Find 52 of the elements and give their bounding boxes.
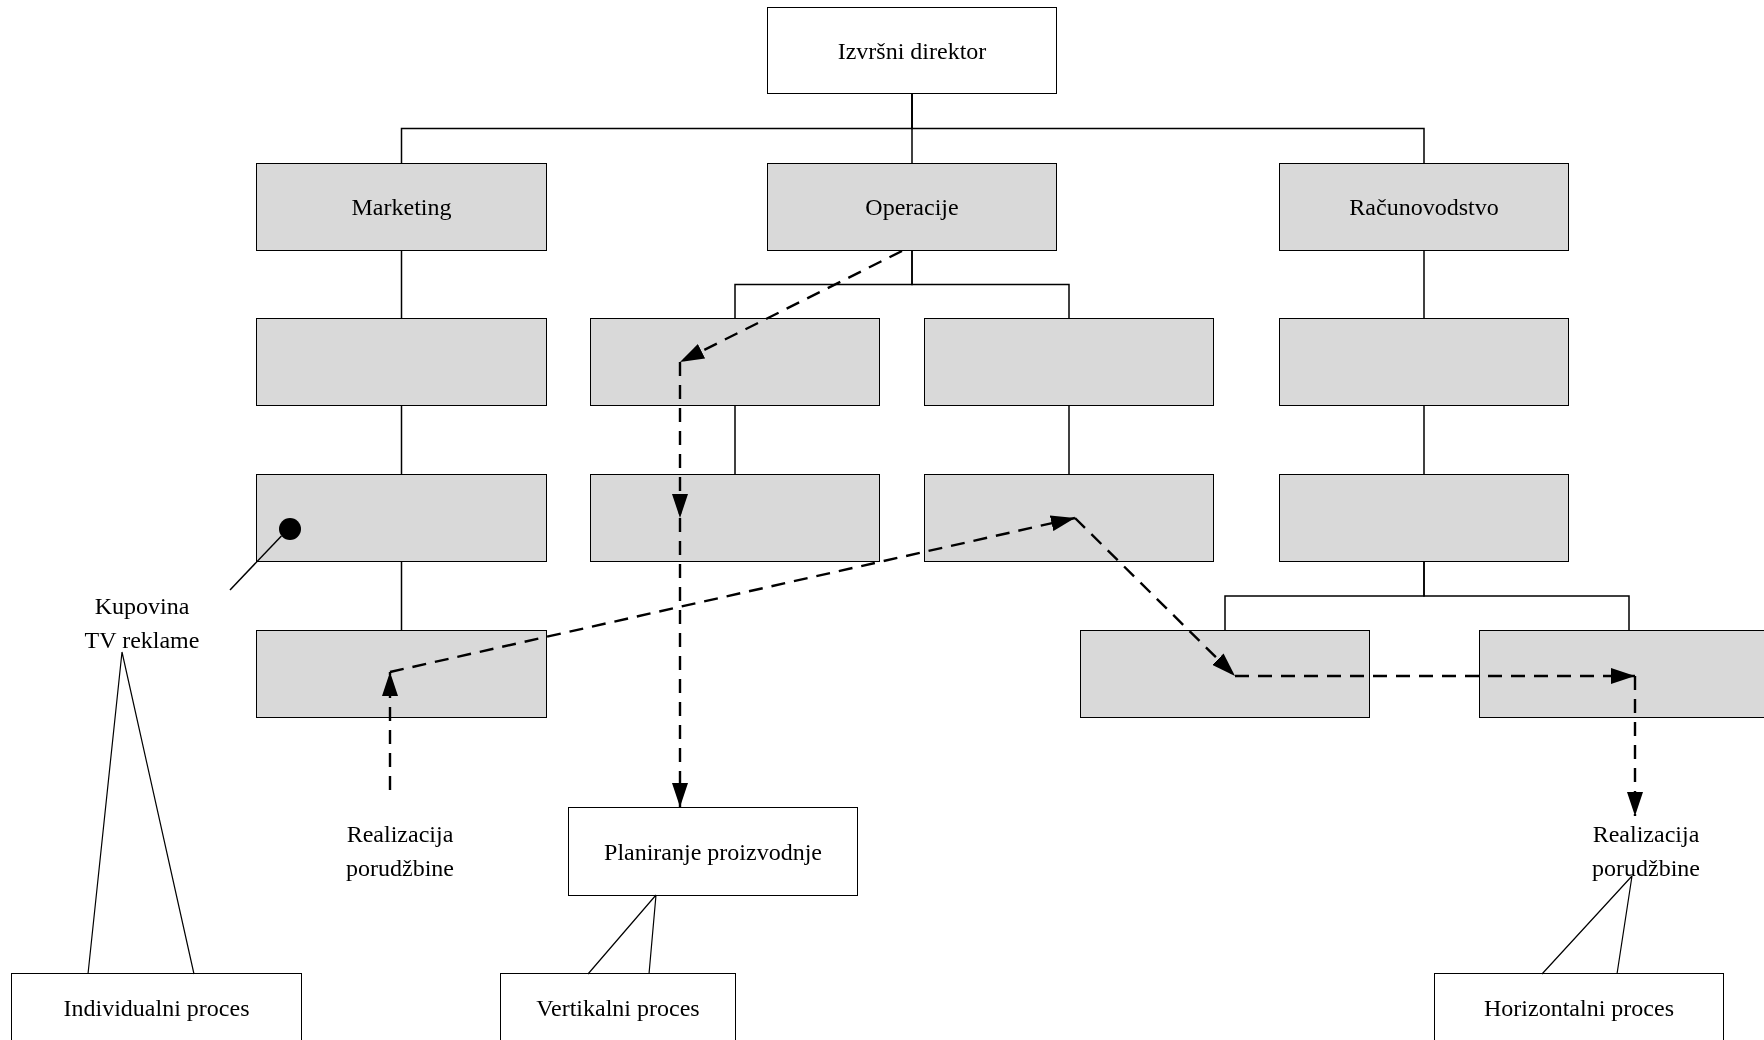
connector-line — [400, 250, 403, 319]
connector-line — [734, 405, 736, 475]
box-label: Izvršni direktor — [837, 36, 987, 66]
org-unit-box — [256, 163, 547, 251]
org-unit-box — [1279, 318, 1569, 406]
connector-line — [1068, 405, 1070, 475]
process-arrow — [672, 362, 688, 518]
callout-box — [500, 973, 736, 1040]
annotation-text: Realizacija porudžbine — [318, 820, 482, 882]
process-arrow — [389, 515, 1076, 674]
annotation-text: Realizacija porudžbine — [1564, 820, 1728, 882]
box-label: Marketing — [351, 193, 452, 222]
annotation-text: Kupovina TV reklame — [78, 588, 206, 658]
process-arrow — [1235, 668, 1635, 684]
org-unit-box — [590, 318, 880, 406]
leader-line — [229, 535, 283, 591]
process-arrow — [672, 518, 688, 807]
box-label: Individualni proces — [63, 994, 250, 1023]
box-label: Računovodstvo — [1349, 193, 1499, 222]
connector-line — [400, 561, 403, 631]
connector-line — [1423, 405, 1425, 475]
org-unit-box — [767, 163, 1057, 251]
box-label: Horizontalni proces — [1484, 994, 1674, 1023]
box-label: Vertikalni proces — [536, 994, 700, 1023]
process-arrow — [1627, 676, 1643, 816]
connector-line — [1423, 561, 1630, 631]
process-arrow — [382, 672, 398, 790]
process-arrow — [1074, 517, 1236, 677]
callout-pointer — [87, 651, 195, 975]
org-unit-box — [924, 474, 1214, 562]
org-unit-box — [1080, 630, 1370, 718]
org-unit-box — [256, 474, 547, 562]
org-unit-box — [1279, 474, 1569, 562]
org-unit-box — [1479, 630, 1764, 718]
process-arrow — [679, 249, 903, 364]
callout-box — [1434, 973, 1724, 1040]
org-unit-box — [1279, 163, 1569, 251]
connector-line — [911, 93, 1425, 164]
callout-pointer — [1541, 875, 1633, 975]
process-box — [767, 7, 1057, 94]
connector-line — [1423, 250, 1425, 319]
callout-box — [11, 973, 302, 1040]
org-unit-box — [924, 318, 1214, 406]
connector-line — [400, 405, 403, 475]
box-label: Planiranje proizvodnje — [604, 837, 822, 867]
org-unit-box — [590, 474, 880, 562]
box-label: Operacije — [865, 193, 959, 222]
callout-pointer — [587, 894, 657, 975]
process-box — [568, 807, 858, 896]
connector-line — [911, 250, 1070, 319]
org-unit-box — [256, 630, 547, 718]
org-unit-box — [256, 318, 547, 406]
